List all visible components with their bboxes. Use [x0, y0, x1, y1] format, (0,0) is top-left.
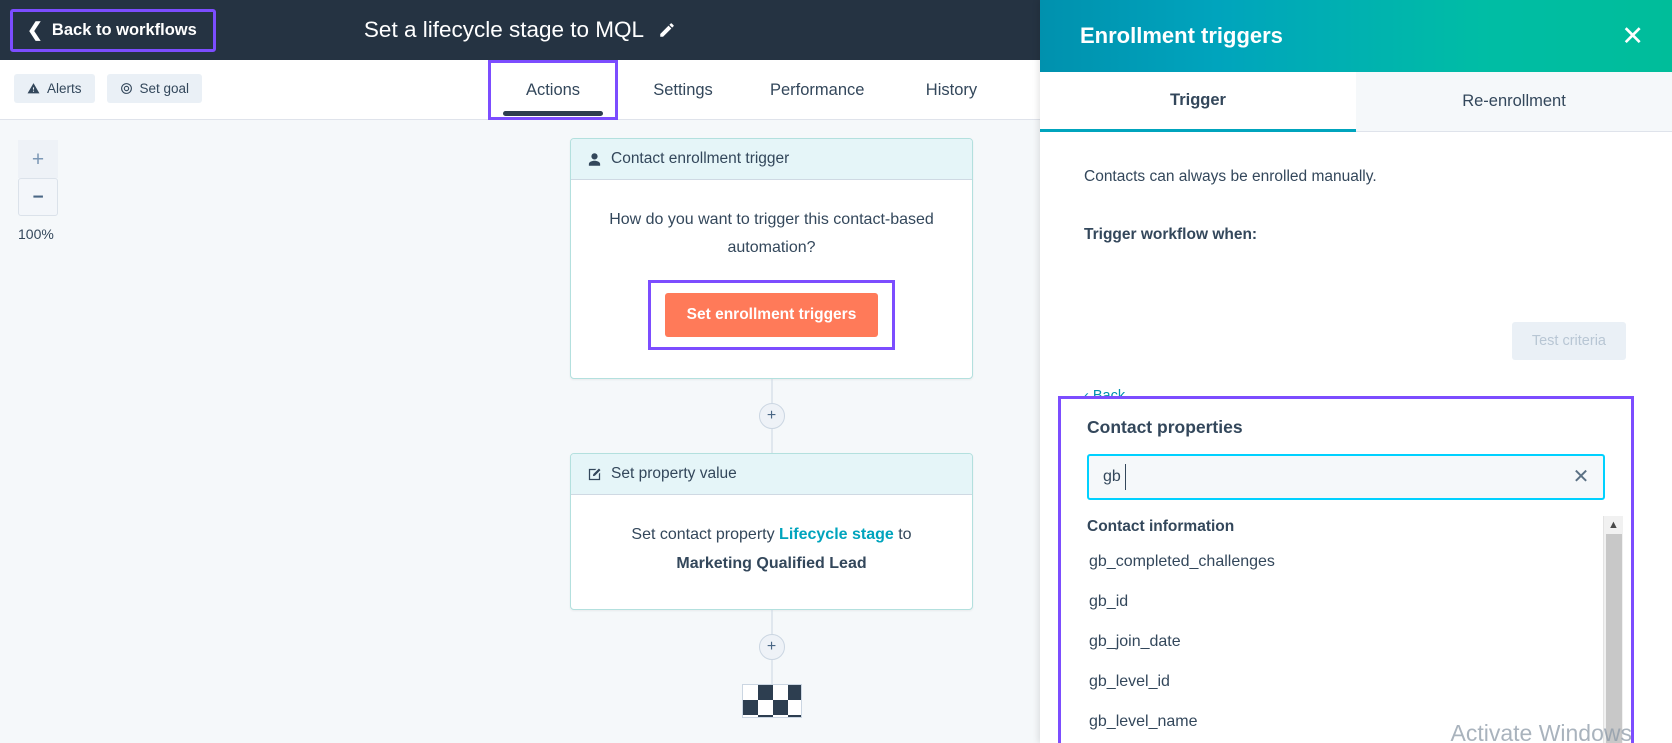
- action-text-prefix: Set contact property: [631, 526, 775, 543]
- action-card-header: Set property value: [571, 454, 972, 495]
- edit-square-icon: [588, 468, 601, 480]
- zoom-controls: + − 100%: [18, 140, 58, 242]
- list-item[interactable]: gb_completed_challenges: [1089, 553, 1275, 570]
- tab-settings-label: Settings: [653, 80, 713, 99]
- back-to-workflows-button[interactable]: ❮ Back to workflows: [10, 8, 216, 52]
- trigger-card-body: How do you want to trigger this contact-…: [571, 180, 972, 378]
- warning-triangle-icon: [27, 83, 40, 94]
- chevron-left-icon: ❮: [27, 19, 43, 41]
- set-goal-label: Set goal: [139, 81, 190, 96]
- zoom-out-button[interactable]: −: [18, 178, 58, 216]
- workflow-flow-column: Contact enrollment trigger How do you wa…: [570, 138, 973, 718]
- list-item[interactable]: gb_join_date: [1089, 633, 1181, 650]
- target-icon: [120, 83, 132, 94]
- trigger-when-label: Trigger workflow when:: [1084, 226, 1258, 243]
- panel-tabs: Trigger Re-enrollment: [1040, 72, 1672, 132]
- list-item[interactable]: gb_level_id: [1089, 673, 1170, 690]
- test-criteria-button[interactable]: Test criteria: [1511, 322, 1626, 360]
- workflow-tabs: Actions Settings Performance History: [488, 60, 1016, 120]
- alerts-button[interactable]: Alerts: [14, 74, 95, 103]
- panel-header: Enrollment triggers ✕: [1040, 0, 1672, 72]
- action-card-body: Set contact property Lifecycle stage to …: [571, 495, 972, 609]
- contact-person-icon: [588, 152, 601, 166]
- connector-1: +: [570, 379, 973, 453]
- enrollment-triggers-panel: Enrollment triggers ✕ Trigger Re-enrollm…: [1040, 0, 1672, 743]
- trigger-when-row: Trigger workflow when:: [1084, 226, 1632, 244]
- manual-enrollment-hint: Contacts can always be enrolled manually…: [1084, 168, 1377, 185]
- activate-windows-watermark: Activate Windows: [1450, 720, 1632, 743]
- toolbar-buttons: Alerts Set goal: [14, 74, 203, 103]
- workflow-canvas[interactable]: + − 100% Contact enrollment trigger How …: [0, 120, 1040, 743]
- zoom-in-button[interactable]: +: [18, 140, 58, 178]
- property-search-wrap: ✕: [1087, 454, 1605, 500]
- tab-trigger[interactable]: Trigger: [1040, 72, 1356, 132]
- action-property-value: Marketing Qualified Lead: [676, 554, 867, 572]
- set-property-value-card[interactable]: Set property value Set contact property …: [570, 453, 973, 610]
- set-enrollment-triggers-highlight: Set enrollment triggers: [647, 280, 896, 350]
- tab-re-enrollment[interactable]: Re-enrollment: [1356, 72, 1672, 132]
- panel-title: Enrollment triggers: [1080, 23, 1283, 48]
- tab-performance-label: Performance: [770, 80, 865, 99]
- list-item[interactable]: gb_level_name: [1089, 713, 1198, 730]
- action-card-header-label: Set property value: [611, 465, 737, 482]
- add-step-button-2[interactable]: +: [758, 633, 785, 660]
- alerts-label: Alerts: [47, 81, 82, 96]
- close-icon[interactable]: ✕: [1621, 20, 1644, 51]
- tab-trigger-label: Trigger: [1170, 91, 1226, 109]
- contact-properties-picker: Contact properties ✕ Contact information…: [1058, 396, 1634, 743]
- panel-body: Contacts can always be enrolled manually…: [1040, 132, 1672, 743]
- tab-history-label: History: [925, 80, 978, 99]
- tab-actions-label: Actions: [525, 80, 581, 99]
- tab-actions[interactable]: Actions: [488, 60, 618, 120]
- lifecycle-stage-link[interactable]: Lifecycle stage: [779, 526, 894, 543]
- results-scrollbar[interactable]: ▲ ▼: [1603, 516, 1623, 743]
- list-group-label: Contact information: [1087, 518, 1235, 535]
- checkered-flag-icon: [741, 683, 802, 718]
- zoom-level: 100%: [18, 226, 54, 242]
- clear-search-icon[interactable]: ✕: [1569, 465, 1593, 489]
- property-results-list[interactable]: Contact information gb_completed_challen…: [1087, 516, 1623, 743]
- tab-performance[interactable]: Performance: [748, 60, 886, 120]
- text-caret: [1125, 464, 1126, 490]
- contact-properties-title: Contact properties: [1087, 417, 1243, 437]
- tab-re-enrollment-label: Re-enrollment: [1462, 92, 1566, 110]
- tab-history[interactable]: History: [886, 60, 1016, 120]
- scrollbar-thumb[interactable]: [1606, 534, 1622, 743]
- plus-circle-icon: +: [766, 407, 777, 424]
- add-step-button-1[interactable]: +: [758, 403, 785, 429]
- property-search-input[interactable]: [1087, 454, 1605, 500]
- plus-icon: +: [31, 147, 45, 171]
- trigger-card-header-label: Contact enrollment trigger: [611, 150, 790, 167]
- action-text-middle: to: [898, 526, 912, 543]
- plus-circle-icon: +: [766, 637, 777, 655]
- trigger-card-question: How do you want to trigger this contact-…: [609, 211, 934, 256]
- back-to-workflows-label: Back to workflows: [51, 20, 197, 39]
- contact-enrollment-trigger-card[interactable]: Contact enrollment trigger How do you wa…: [570, 138, 973, 379]
- list-item[interactable]: gb_id: [1089, 593, 1129, 610]
- connector-2: +: [570, 609, 973, 684]
- tab-strip: Alerts Set goal Actions Settings Perform…: [0, 60, 1040, 120]
- trigger-card-header: Contact enrollment trigger: [571, 139, 972, 180]
- tab-settings[interactable]: Settings: [618, 60, 748, 120]
- chevron-up-icon[interactable]: ▲: [1604, 516, 1623, 534]
- set-enrollment-triggers-button[interactable]: Set enrollment triggers: [664, 293, 879, 337]
- top-bar: ❮ Back to workflows: [0, 0, 1040, 60]
- minus-icon: −: [32, 186, 44, 208]
- set-goal-button[interactable]: Set goal: [106, 74, 203, 103]
